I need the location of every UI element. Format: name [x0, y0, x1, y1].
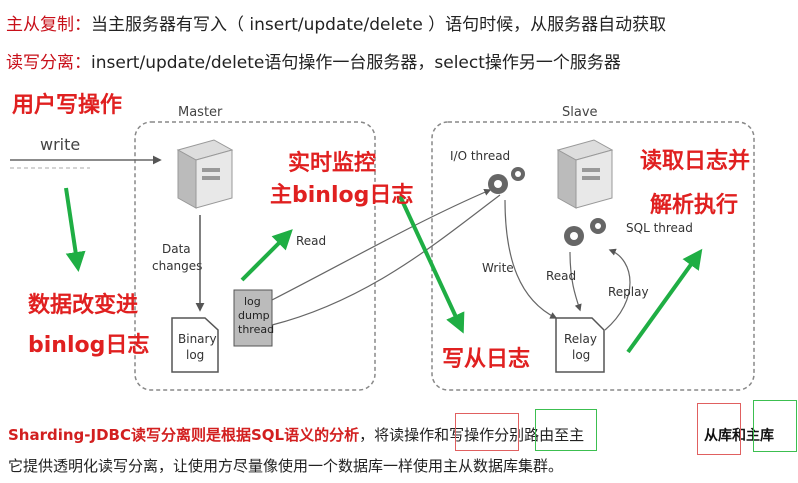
log-dump-label-3: thread: [238, 323, 274, 336]
master-title: Master: [178, 105, 223, 120]
relay-log-doc: [555, 317, 605, 373]
io-thread-label: I/O thread: [450, 149, 510, 163]
replay-curve: [604, 248, 631, 331]
log-dump-label-2: dump: [238, 309, 270, 322]
highlight-green-main: [753, 400, 797, 452]
footer-red-text: Sharding-JDBC读写分离则是根据SQL语义的分析: [8, 426, 360, 444]
ann-binlog-1: 数据改变进: [28, 292, 138, 318]
data-changes-label-2: changes: [152, 259, 202, 273]
read-curve-lower: [271, 194, 501, 326]
ann-parse-1: 读取日志并: [640, 148, 750, 174]
label-rw-split: 读写分离：: [6, 53, 91, 73]
ann-monitor-1: 实时监控: [288, 150, 376, 176]
header-line-rw-split: 读写分离：insert/update/delete语句操作一台服务器，selec…: [6, 48, 621, 73]
highlight-red-slave: [697, 403, 741, 455]
master-server-icon: [176, 139, 234, 209]
write-label: write: [40, 135, 80, 154]
slave-server-icon: [556, 139, 614, 209]
highlight-green-write: [535, 409, 597, 451]
replay-label: Replay: [608, 285, 649, 299]
ann-write-slave: 写从日志: [442, 347, 530, 372]
highlight-red-read: [455, 413, 519, 451]
log-dump-label-1: log: [244, 295, 261, 308]
footer-rest-text: ，将读操作和写操作分别路由至主: [359, 426, 585, 444]
label-master-slave: 主从复制：: [6, 15, 91, 35]
master-frame: [134, 121, 376, 391]
text-master-slave: 当主服务器有写入（ insert/update/delete ）语句时候，从服务…: [91, 15, 667, 35]
slave-title: Slave: [562, 105, 598, 120]
ann-monitor-2: 主binlog日志: [270, 183, 413, 208]
io-thread-gears-icon: [488, 167, 525, 194]
ann-user-write: 用户写操作: [12, 92, 122, 118]
write-label-2: Write: [482, 261, 514, 275]
footer-line-1: Sharding-JDBC读写分离则是根据SQL语义的分析，将读操作和写操作分别…: [8, 424, 584, 445]
binary-log-label-1: Binary: [178, 332, 217, 346]
sql-thread-gears-icon: [564, 218, 606, 246]
read-label-1: Read: [296, 234, 326, 248]
header-line-master-slave: 主从复制：当主服务器有写入（ insert/update/delete ）语句时…: [6, 10, 666, 35]
green-arrow-monitor: [240, 229, 293, 282]
text-rw-split: insert/update/delete语句操作一台服务器，select操作另一…: [91, 53, 621, 73]
green-arrow-user-write: [64, 187, 86, 272]
relay-log-label-1: Relay: [564, 332, 597, 346]
read-label-2: Read: [546, 269, 576, 283]
binary-log-label-2: log: [186, 348, 204, 362]
footer-line-2: 它提供透明化读写分离，让使用方尽量像使用一个数据库一样使用主从数据库集群。: [8, 457, 564, 475]
green-arrow-parse: [626, 248, 703, 354]
read-curve-upper: [271, 188, 492, 301]
log-dump-thread-box: [233, 289, 273, 347]
sql-thread-label: SQL thread: [626, 221, 693, 235]
tag-slave-main: 从库和主库: [698, 417, 794, 453]
green-arrow-write-slave: [398, 195, 465, 334]
write-relay-curve: [504, 199, 558, 319]
slave-frame: [431, 121, 755, 391]
read-relay-curve: [569, 251, 582, 312]
data-changes-label-1: Data: [162, 242, 191, 256]
relay-log-label-2: log: [572, 348, 590, 362]
ann-binlog-2: binlog日志: [28, 333, 149, 358]
ann-parse-2: 解析执行: [650, 192, 738, 218]
binary-log-doc: [171, 317, 219, 373]
replication-diagram: Master Slave write Data changes Binary l…: [10, 92, 755, 391]
